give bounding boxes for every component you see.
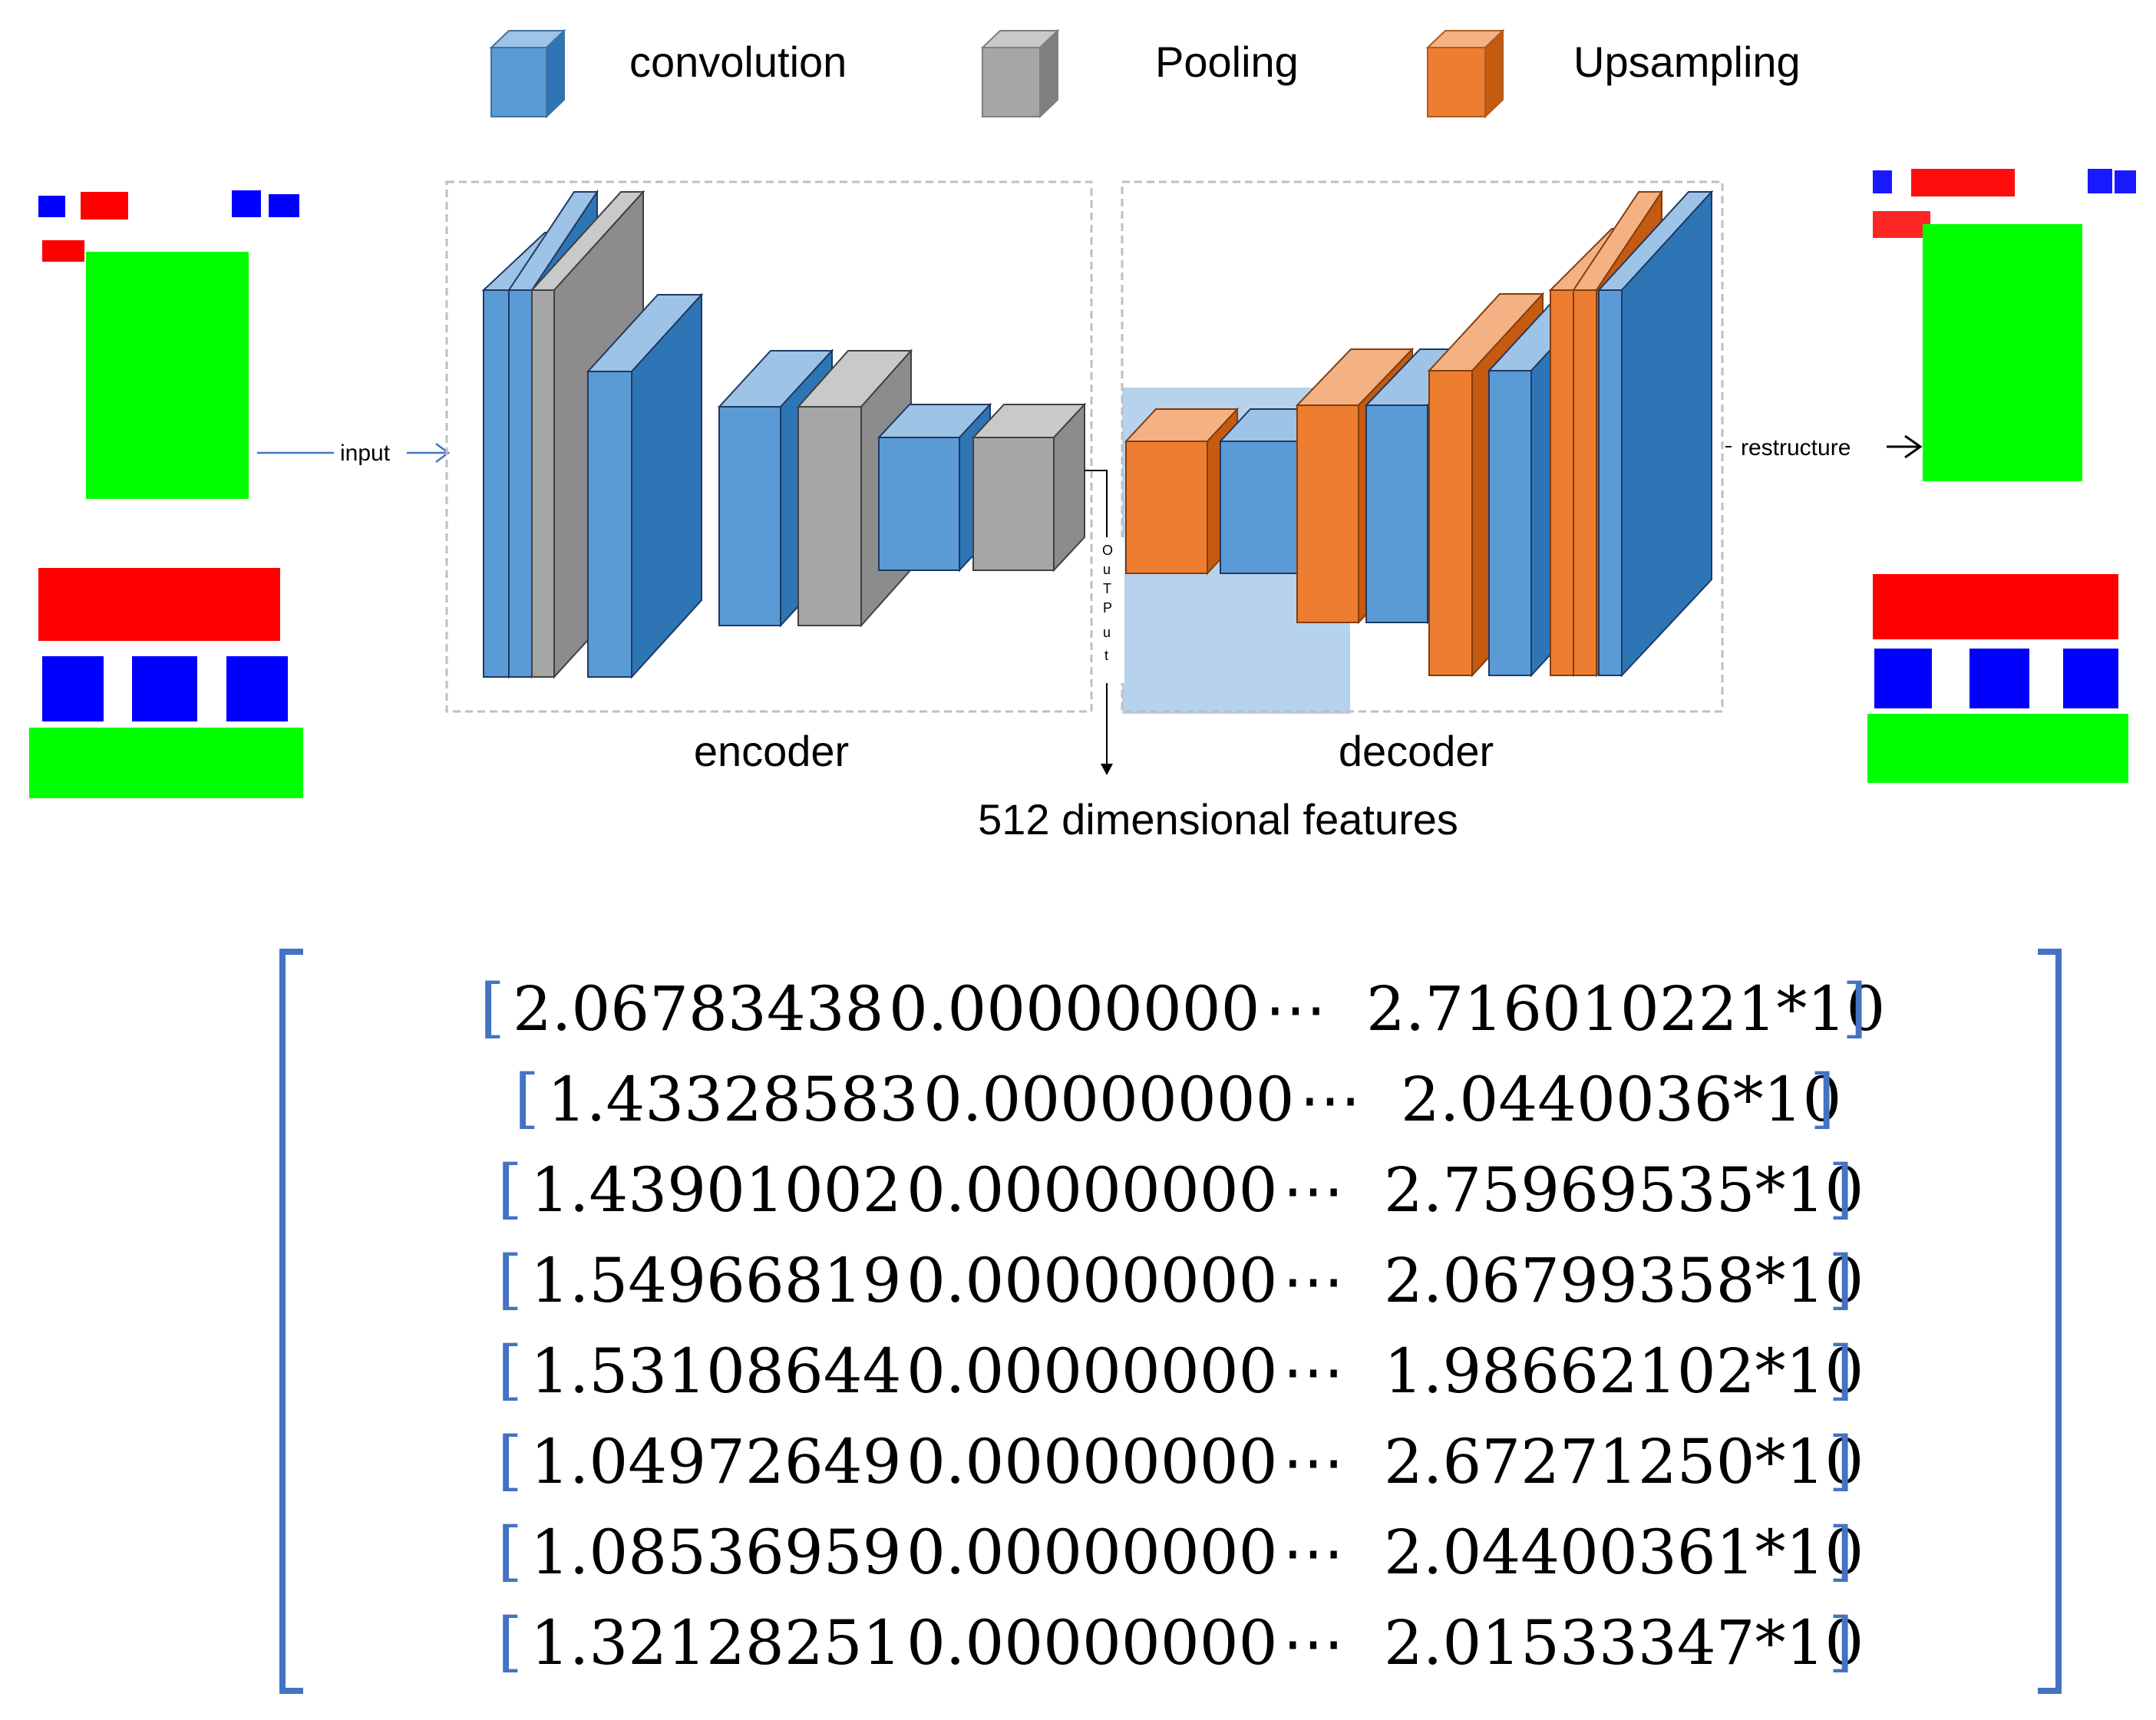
encoder-blocks xyxy=(481,189,1087,679)
matrix-cell-first: 1.43901002 xyxy=(530,1154,902,1226)
svg-text:[: [ xyxy=(497,1151,523,1226)
input-arrow xyxy=(257,443,451,463)
matrix-cell-last: 2.06799358*10 xyxy=(1384,1245,1864,1316)
svg-text:[: [ xyxy=(497,1604,523,1679)
matrix-cell-second: 0.00000000 xyxy=(906,1245,1278,1316)
matrix-cell-last: 2.04400361*10 xyxy=(1384,1517,1864,1588)
legend-convolution-swatch xyxy=(489,28,566,119)
output-letter-o: O xyxy=(1102,543,1113,558)
matrix-row: [ 1.43328583 0.00000000 ⋯ 2.0440036*10 ] xyxy=(514,1061,1841,1136)
encoder-label: encoder xyxy=(694,727,849,775)
matrix-cell-second: 0.00000000 xyxy=(906,1426,1278,1497)
matrix-rows: [ 2.06783438 0.00000000 ⋯ 2.716010221*10… xyxy=(480,970,1885,1679)
output-letter-p1: P xyxy=(1103,600,1112,616)
matrix-row: [ 1.54966819 0.00000000 ⋯ 2.06799358*10 … xyxy=(497,1242,1864,1317)
legend-pooling-label: Pooling xyxy=(1155,38,1299,86)
restructure-arrow xyxy=(1725,434,1923,459)
encoder-conv-block-3 xyxy=(586,292,704,679)
decoder-box xyxy=(1121,180,1724,713)
decoder-conv-block-4 xyxy=(1596,190,1714,678)
svg-text:]: ] xyxy=(1842,970,1867,1045)
legend: convolution Pooling Upsampling xyxy=(489,28,1801,119)
svg-text:[: [ xyxy=(497,1514,523,1589)
matrix-cell-first: 2.06783438 xyxy=(513,973,884,1045)
output-letter-t1: T xyxy=(1103,581,1111,596)
matrix-ellipsis: ⋯ xyxy=(1283,1245,1344,1316)
output-connector xyxy=(1085,470,1124,775)
reconstructed-image xyxy=(1867,169,2136,783)
restructure-label: restructure xyxy=(1741,435,1851,461)
matrix-cell-first: 1.43328583 xyxy=(547,1064,919,1135)
matrix-ellipsis: ⋯ xyxy=(1283,1426,1344,1497)
svg-text:]: ] xyxy=(1828,1151,1854,1226)
output-letter-u: u xyxy=(1103,562,1111,577)
svg-text:[: [ xyxy=(497,1423,523,1498)
matrix-cell-last: 2.01533347*10 xyxy=(1384,1607,1864,1679)
matrix-ellipsis: ⋯ xyxy=(1299,1064,1361,1135)
svg-text:]: ] xyxy=(1828,1423,1854,1498)
matrix-ellipsis: ⋯ xyxy=(1283,1607,1344,1679)
matrix-cell-second: 0.00000000 xyxy=(906,1517,1278,1588)
output-letter-u2: u xyxy=(1103,625,1111,640)
matrix-ellipsis: ⋯ xyxy=(1283,1517,1344,1588)
matrix-bracket-left xyxy=(279,949,303,1694)
legend-upsampling-label: Upsampling xyxy=(1573,38,1801,86)
matrix-ellipsis: ⋯ xyxy=(1283,1154,1344,1226)
matrix-cell-second: 0.00000000 xyxy=(923,1064,1295,1135)
svg-text:[: [ xyxy=(497,1332,523,1408)
input-image xyxy=(29,190,303,798)
decoder-blocks xyxy=(1124,189,1714,678)
svg-text:]: ] xyxy=(1828,1332,1854,1408)
output-vertical-label: O u T P u t xyxy=(1102,543,1113,663)
matrix-ellipsis: ⋯ xyxy=(1283,1335,1344,1407)
matrix-row: [ 1.04972649 0.00000000 ⋯ 2.67271250*10 … xyxy=(497,1423,1864,1498)
matrix-ellipsis: ⋯ xyxy=(1265,973,1326,1045)
legend-pooling-swatch xyxy=(980,28,1060,119)
output-letter-t2: t xyxy=(1104,648,1108,663)
matrix-row: [ 2.06783438 0.00000000 ⋯ 2.716010221*10… xyxy=(480,970,1885,1045)
svg-text:]: ] xyxy=(1828,1604,1854,1679)
legend-upsampling-swatch xyxy=(1425,28,1505,119)
matrix-cell-first: 1.32128251 xyxy=(530,1607,902,1679)
svg-text:[: [ xyxy=(480,970,505,1045)
encoder-pool-block-3 xyxy=(971,402,1087,573)
svg-text:]: ] xyxy=(1828,1242,1854,1317)
matrix-cell-second: 0.00000000 xyxy=(906,1154,1278,1226)
legend-convolution-label: convolution xyxy=(629,38,847,86)
matrix-cell-last: 2.75969535*10 xyxy=(1384,1154,1864,1226)
matrix-bracket-right xyxy=(2038,949,2062,1694)
matrix-cell-first: 1.08536959 xyxy=(530,1517,902,1588)
encoder-box xyxy=(445,180,1093,713)
input-label: input xyxy=(340,441,391,466)
matrix-cell-second: 0.00000000 xyxy=(906,1607,1278,1679)
matrix-cell-first: 1.54966819 xyxy=(530,1245,902,1316)
matrix-cell-last: 2.0440036*10 xyxy=(1401,1064,1841,1135)
svg-text:[: [ xyxy=(497,1242,523,1317)
matrix-row: [ 1.43901002 0.00000000 ⋯ 2.75969535*10 … xyxy=(497,1151,1864,1226)
matrix-row: [ 1.53108644 0.00000000 ⋯ 1.98662102*10 … xyxy=(497,1332,1864,1408)
svg-text:]: ] xyxy=(1828,1514,1854,1589)
svg-text:]: ] xyxy=(1810,1061,1835,1136)
matrix-cell-first: 1.04972649 xyxy=(530,1426,902,1497)
matrix-cell-second: 0.00000000 xyxy=(889,973,1260,1045)
matrix-row: [ 1.08536959 0.00000000 ⋯ 2.04400361*10 … xyxy=(497,1514,1864,1589)
matrix-cell-last: 2.716010221*10 xyxy=(1366,973,1885,1045)
matrix-cell-last: 2.67271250*10 xyxy=(1384,1426,1864,1497)
matrix-cell-second: 0.00000000 xyxy=(906,1335,1278,1407)
matrix-cell-first: 1.53108644 xyxy=(530,1335,902,1407)
matrix-row: [ 1.32128251 0.00000000 ⋯ 2.01533347*10 … xyxy=(497,1604,1864,1679)
svg-text:[: [ xyxy=(514,1061,540,1136)
matrix-cell-last: 1.98662102*10 xyxy=(1384,1335,1864,1407)
features-label: 512 dimensional features xyxy=(978,795,1458,843)
decoder-label: decoder xyxy=(1339,727,1494,775)
